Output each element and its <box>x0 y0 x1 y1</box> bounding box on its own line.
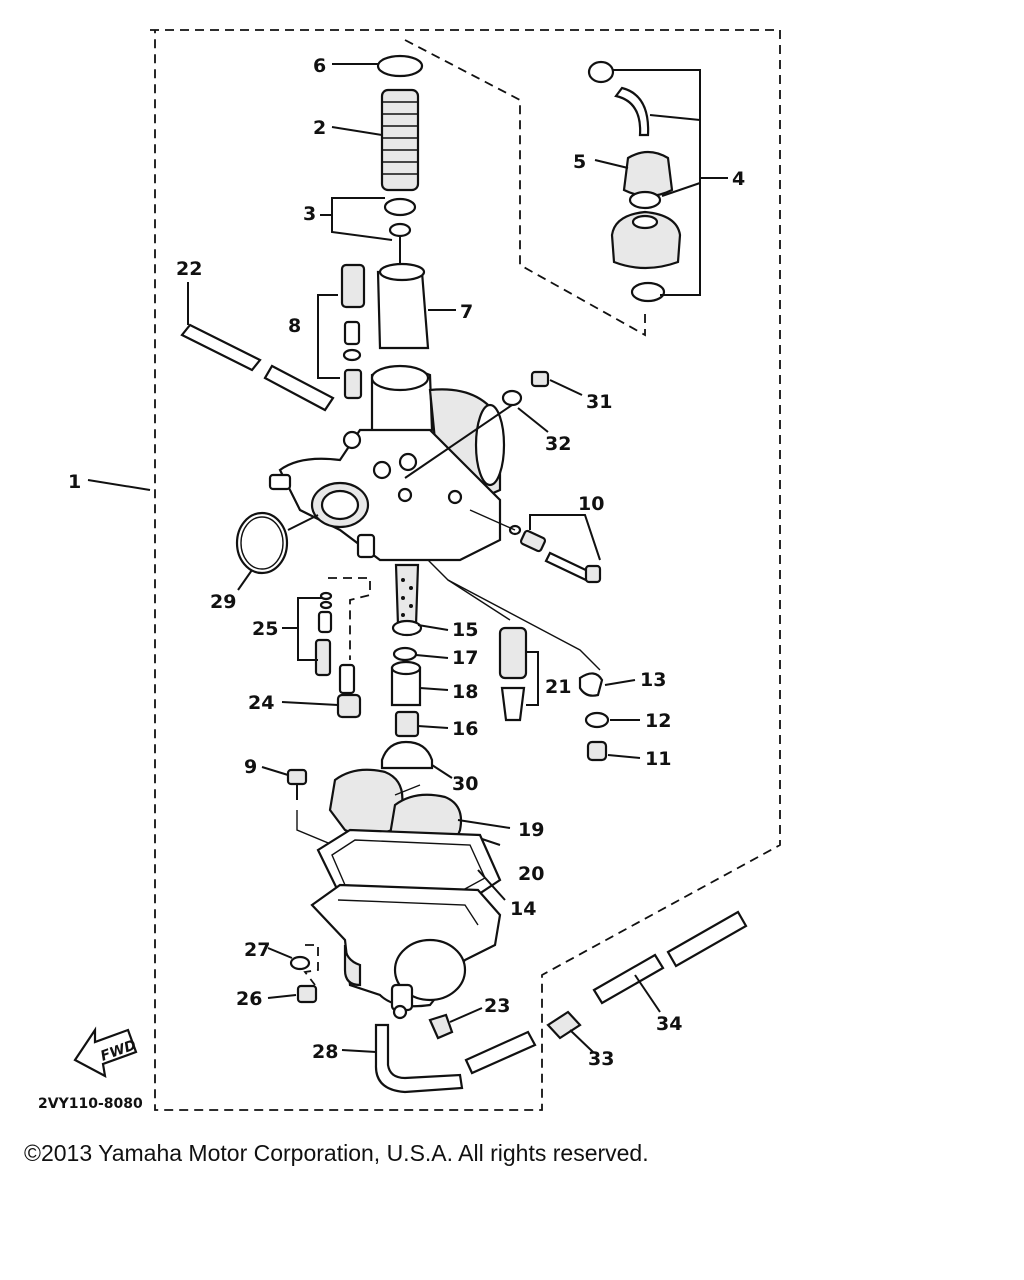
callout-2: 2 <box>313 117 326 139</box>
forward-direction-arrow: FWD <box>73 1026 138 1079</box>
callout-6: 6 <box>313 55 326 77</box>
callout-26: 26 <box>236 988 262 1010</box>
callout-28: 28 <box>312 1041 338 1063</box>
callout-30: 30 <box>452 773 478 795</box>
callout-12: 12 <box>645 710 671 732</box>
callout-22: 22 <box>176 258 202 280</box>
callout-9: 9 <box>244 756 257 778</box>
callout-8: 8 <box>288 315 301 337</box>
callout-14: 14 <box>510 898 536 920</box>
callout-25: 25 <box>252 618 278 640</box>
callout-10: 10 <box>578 493 604 515</box>
callout-7: 7 <box>460 301 473 323</box>
needle-jet <box>394 563 420 627</box>
callout-15: 15 <box>452 619 478 641</box>
callout-18: 18 <box>452 681 478 703</box>
callout-4: 4 <box>732 168 745 190</box>
callout-21: 21 <box>545 676 571 698</box>
cap-assembly <box>587 60 682 303</box>
callout-labels: 1 2 3 4 5 6 7 8 9 10 11 12 13 14 15 16 1… <box>68 55 745 1070</box>
callout-31: 31 <box>586 391 612 413</box>
diagram-code: 2VY110-8080 <box>38 1096 143 1112</box>
callout-16: 16 <box>452 718 478 740</box>
cap-assembly-leader <box>404 39 646 337</box>
callout-24: 24 <box>248 692 274 714</box>
callout-17: 17 <box>452 647 478 669</box>
callout-29: 29 <box>210 591 236 613</box>
float-bowl <box>310 883 502 1020</box>
callout-5: 5 <box>573 151 586 173</box>
spring-seat <box>376 54 424 78</box>
o-ring <box>235 511 289 575</box>
assembly-boundary <box>150 29 781 1111</box>
callout-23: 23 <box>484 995 510 1017</box>
vent-tube <box>180 323 335 412</box>
callout-20: 20 <box>518 863 544 885</box>
callout-13: 13 <box>640 669 666 691</box>
callout-33: 33 <box>588 1048 614 1070</box>
callout-19: 19 <box>518 819 544 841</box>
callout-11: 11 <box>645 748 671 770</box>
callout-1: 1 <box>68 471 81 493</box>
callout-27: 27 <box>244 939 270 961</box>
throttle-spring <box>380 88 420 192</box>
callout-32: 32 <box>545 433 571 455</box>
callout-3: 3 <box>303 203 316 225</box>
copyright-notice: ©2013 Yamaha Motor Corporation, U.S.A. A… <box>24 1140 649 1166</box>
throttle-valve <box>376 270 430 350</box>
callout-34: 34 <box>656 1013 682 1035</box>
carburetor-body <box>268 364 506 562</box>
